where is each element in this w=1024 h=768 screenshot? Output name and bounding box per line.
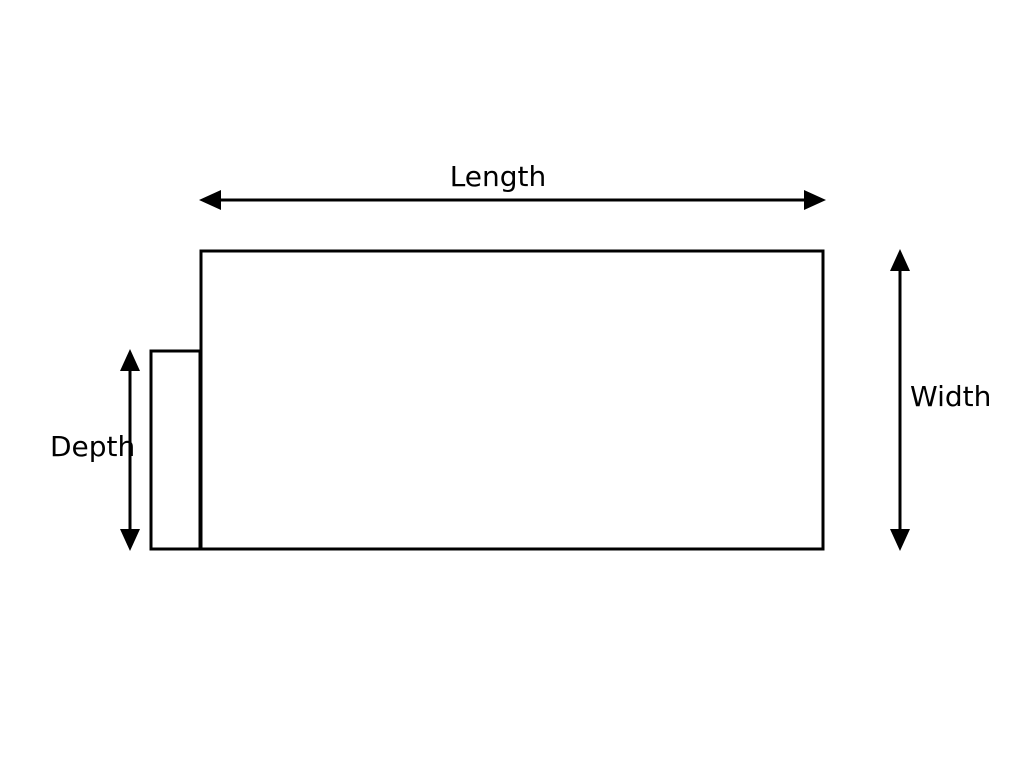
depth-arrowhead-top	[120, 349, 140, 371]
main-box	[199, 249, 825, 551]
width-arrowhead-top	[890, 249, 910, 271]
width-label: Width	[910, 380, 991, 413]
length-arrowhead-right	[804, 190, 826, 210]
length-arrowhead-left	[199, 190, 221, 210]
depth-arrow	[120, 349, 140, 551]
width-arrow	[890, 249, 910, 551]
length-arrow	[199, 190, 826, 210]
length-label: Length	[450, 160, 547, 193]
depth-arrowhead-bottom	[120, 529, 140, 551]
depth-label: Depth	[50, 430, 135, 463]
depth-box	[149, 349, 202, 551]
width-arrowhead-bottom	[890, 529, 910, 551]
